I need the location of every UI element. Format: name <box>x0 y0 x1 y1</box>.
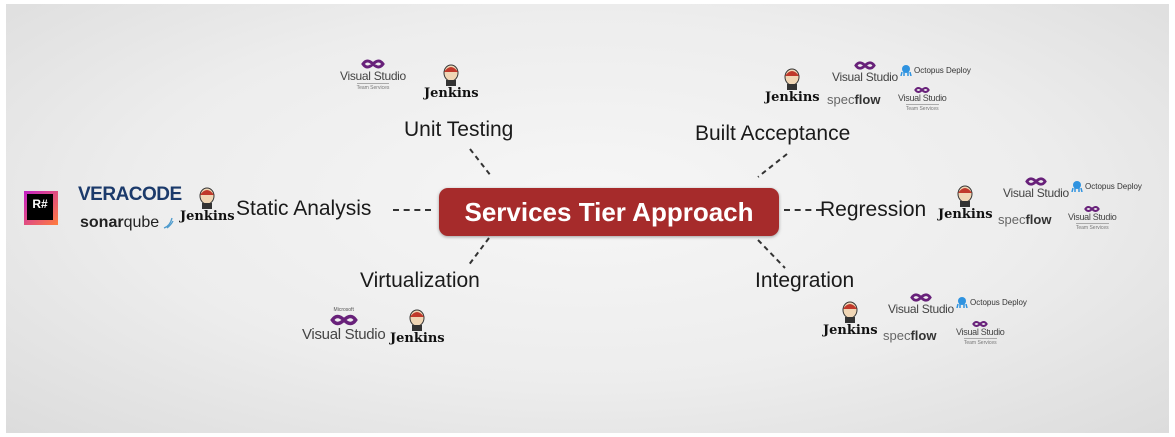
visual-studio-infinity-icon <box>972 321 989 327</box>
octopus-deploy-logo-regression: Octopus Deploy <box>1071 180 1142 192</box>
jenkins-logo-unit-testing: Jenkins <box>424 64 479 101</box>
branch-integration: Integration <box>755 269 855 292</box>
visual-studio-infinity-icon <box>854 61 876 70</box>
connector-static-analysis <box>393 209 431 211</box>
visual-studio-logo-built-acceptance: Visual Studio <box>832 60 898 83</box>
connector-regression <box>784 209 822 211</box>
jenkins-butler-icon <box>199 187 215 209</box>
branch-virtualization: Virtualization <box>360 269 480 292</box>
connector-built-acceptance <box>757 153 788 178</box>
jenkins-butler-icon <box>443 64 459 86</box>
branch-regression: Regression <box>820 198 927 221</box>
visual-studio-infinity-icon <box>1084 206 1101 212</box>
specflow-logo-built-acceptance: specflow <box>827 92 881 107</box>
center-node: Services Tier Approach <box>439 188 779 236</box>
jenkins-logo-built-acceptance: Jenkins <box>765 68 820 105</box>
visual-studio-logo-integration: Visual Studio <box>888 292 954 315</box>
jenkins-logo-integration: Jenkins <box>823 301 878 338</box>
visual-studio-infinity-icon <box>361 59 385 69</box>
octopus-deploy-logo-integration: Octopus Deploy <box>956 296 1027 308</box>
octopus-icon <box>1071 181 1083 192</box>
jenkins-butler-icon <box>842 301 858 323</box>
specflow-logo-integration: specflow <box>883 328 937 343</box>
visual-studio-team-logo-built-acceptance: Visual Studio Team Services <box>898 86 947 112</box>
octopus-icon <box>900 65 912 76</box>
connector-integration <box>757 239 786 269</box>
sonarqube-waves-icon <box>163 217 174 229</box>
connector-lines <box>467 148 788 269</box>
veracode-logo: VERACODE <box>78 184 182 205</box>
visual-studio-logo-regression: Visual Studio <box>1003 176 1069 199</box>
branch-unit-testing: Unit Testing <box>404 118 514 141</box>
visual-studio-infinity-icon <box>910 293 932 302</box>
jenkins-butler-icon <box>784 68 800 90</box>
jenkins-butler-icon <box>409 309 425 331</box>
visual-studio-infinity-icon <box>329 314 358 326</box>
octopus-icon <box>956 297 968 308</box>
branch-static-analysis: Static Analysis <box>236 197 372 220</box>
visual-studio-infinity-icon <box>914 87 931 93</box>
diagram-canvas: Services Tier Approach Unit Testing Buil… <box>6 4 1169 433</box>
visual-studio-logo-unit-testing: Visual Studio Team Services <box>340 58 406 91</box>
center-title: Services Tier Approach <box>464 196 754 227</box>
octopus-deploy-logo-built-acceptance: Octopus Deploy <box>900 64 971 76</box>
connector-unit-testing <box>469 148 492 177</box>
visual-studio-logo-virtualization: Microsoft Visual Studio <box>302 307 386 343</box>
jenkins-logo-virtualization: Jenkins <box>390 309 445 346</box>
visual-studio-infinity-icon <box>1025 177 1047 186</box>
visual-studio-team-logo-regression: Visual Studio Team Services <box>1068 205 1117 231</box>
jenkins-butler-icon <box>957 185 973 207</box>
jenkins-logo-static-analysis: Jenkins <box>180 187 235 224</box>
visual-studio-team-logo-integration: Visual Studio Team Services <box>956 320 1005 346</box>
specflow-logo-regression: specflow <box>998 212 1052 227</box>
branch-built-acceptance: Built Acceptance <box>695 122 851 145</box>
connector-virtualization <box>467 237 490 267</box>
resharper-logo: R# <box>24 191 58 225</box>
resharper-icon: R# <box>27 194 53 220</box>
jenkins-logo-regression: Jenkins <box>938 185 993 222</box>
